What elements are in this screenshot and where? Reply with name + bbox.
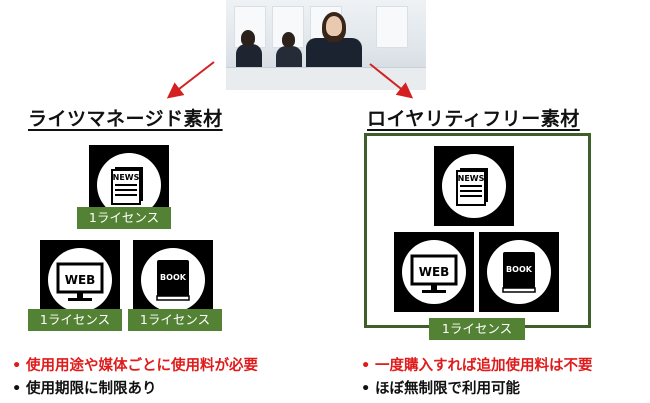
book-icon-box: BOOK <box>133 240 213 320</box>
person-head <box>241 30 255 46</box>
web-icon-label: WEB <box>65 273 96 287</box>
right-bullet-1-text: 一度購入すれば追加使用料は不要 <box>375 358 593 374</box>
web-icon-box: WEB <box>40 240 120 320</box>
book-icon: BOOK <box>141 248 205 312</box>
book-icon-label: BOOK <box>160 273 187 282</box>
book-icon-label: BOOK <box>506 265 533 274</box>
news-icon-label: NEWS <box>113 173 140 182</box>
news-icon: NEWS <box>442 154 506 218</box>
news-icon-box: NEWS <box>434 146 514 226</box>
business-meeting-photo <box>226 0 426 90</box>
meeting-table <box>226 67 426 90</box>
window-shape <box>376 6 408 48</box>
license-badge-web-left: 1ライセンス <box>28 309 122 331</box>
arrow-left <box>166 61 215 99</box>
right-bullet-2: •ほぼ無制限で利用可能 <box>361 377 520 398</box>
person-face <box>326 16 342 36</box>
bullet-dot: • <box>361 381 371 397</box>
web-icon: WEB <box>48 248 112 312</box>
book-icon: BOOK <box>487 240 551 304</box>
license-badge-right: 1ライセンス <box>429 318 525 340</box>
news-icon-label: NEWS <box>458 174 485 183</box>
license-badge-book-left: 1ライセンス <box>128 309 222 331</box>
left-bullet-1: •使用用途や媒体ごとに使用料が必要 <box>12 354 258 375</box>
right-bullet-2-text: ほぼ無制限で利用可能 <box>375 381 520 397</box>
bullet-dot: • <box>12 381 22 397</box>
left-bullet-1-text: 使用用途や媒体ごとに使用料が必要 <box>26 358 258 374</box>
bullet-dot: • <box>12 358 22 374</box>
book-icon-box: BOOK <box>479 232 559 312</box>
royalty-free-title: ロイヤリティフリー素材 <box>367 108 580 130</box>
bullet-dot: • <box>361 358 371 374</box>
left-bullet-2-text: 使用期限に制限あり <box>26 381 157 397</box>
rights-managed-title: ライツマネージド素材 <box>28 108 223 130</box>
person-head <box>282 32 295 47</box>
left-bullet-2: •使用期限に制限あり <box>12 377 157 398</box>
web-icon-box: WEB <box>394 232 474 312</box>
news-icon: NEWS <box>97 153 161 217</box>
web-icon: WEB <box>402 240 466 304</box>
web-icon-label: WEB <box>419 265 450 279</box>
license-badge-news-left: 1ライセンス <box>77 207 171 229</box>
right-bullet-1: •一度購入すれば追加使用料は不要 <box>361 354 593 375</box>
